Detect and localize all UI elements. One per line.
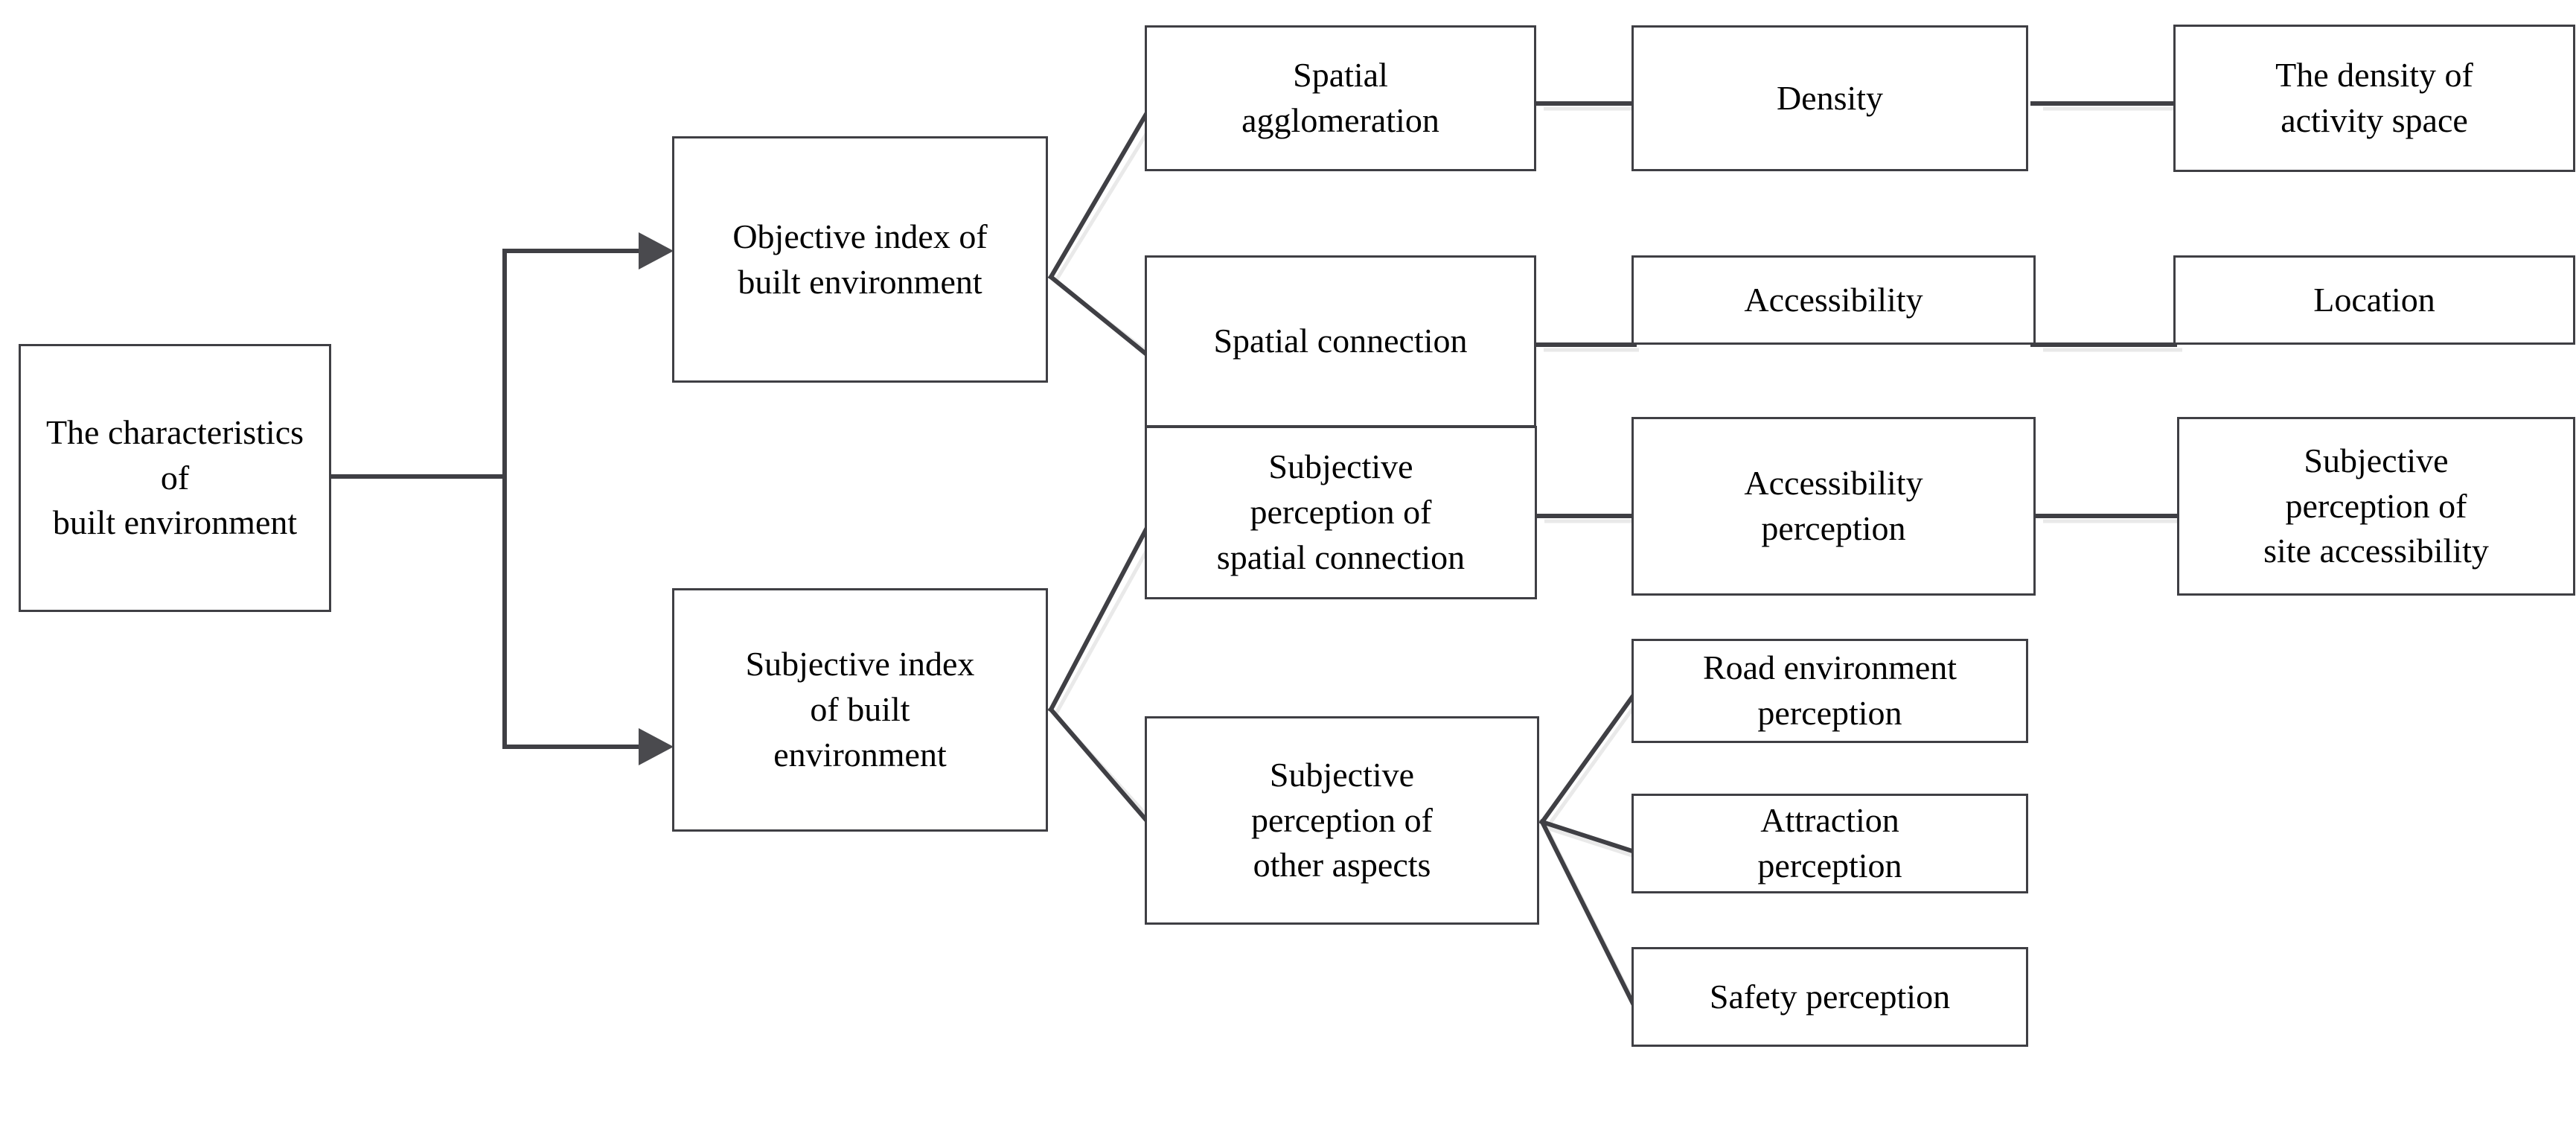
node-root[interactable]: The characteristics of built environment — [19, 344, 331, 612]
edge-subjective-perception-other — [1047, 706, 1152, 826]
node-density-of-activity-space[interactable]: The density of activity space — [2173, 25, 2575, 172]
node-accessibility[interactable]: Accessibility — [1631, 255, 2036, 345]
edge-other-attraction — [1539, 819, 1637, 855]
node-attraction-perception[interactable]: Attraction perception — [1631, 794, 2028, 893]
node-density[interactable]: Density — [1631, 25, 2028, 171]
node-subjective-index[interactable]: Subjective index of built environment — [672, 588, 1048, 832]
edge-subjective-perception-spatial — [1047, 521, 1152, 713]
node-location[interactable]: Location — [2173, 255, 2575, 345]
arrowhead-to-subjective-index — [639, 728, 674, 765]
edge-other-safety — [1538, 818, 1638, 1010]
node-subjective-perception-of-spatial-connection[interactable]: Subjective perception of spatial connect… — [1145, 426, 1537, 599]
node-subjective-perception-of-site-accessibility[interactable]: Subjective perception of site accessibil… — [2177, 417, 2575, 596]
edge-objective-spatial-connection — [1047, 273, 1152, 360]
node-objective-index[interactable]: Objective index of built environment — [672, 136, 1048, 383]
node-subjective-perception-of-other-aspects[interactable]: Subjective perception of other aspects — [1145, 716, 1539, 925]
node-safety-perception[interactable]: Safety perception — [1631, 947, 2028, 1047]
node-spatial-connection[interactable]: Spatial connection — [1145, 255, 1536, 427]
edge-other-road-environment — [1538, 690, 1638, 826]
node-spatial-agglomeration[interactable]: Spatial agglomeration — [1145, 25, 1536, 171]
edge-objective-spatial-agglomeration — [1047, 106, 1152, 281]
arrowhead-to-objective-index — [639, 232, 674, 270]
node-accessibility-perception[interactable]: Accessibility perception — [1631, 417, 2036, 596]
node-road-environment-perception[interactable]: Road environment perception — [1631, 639, 2028, 743]
